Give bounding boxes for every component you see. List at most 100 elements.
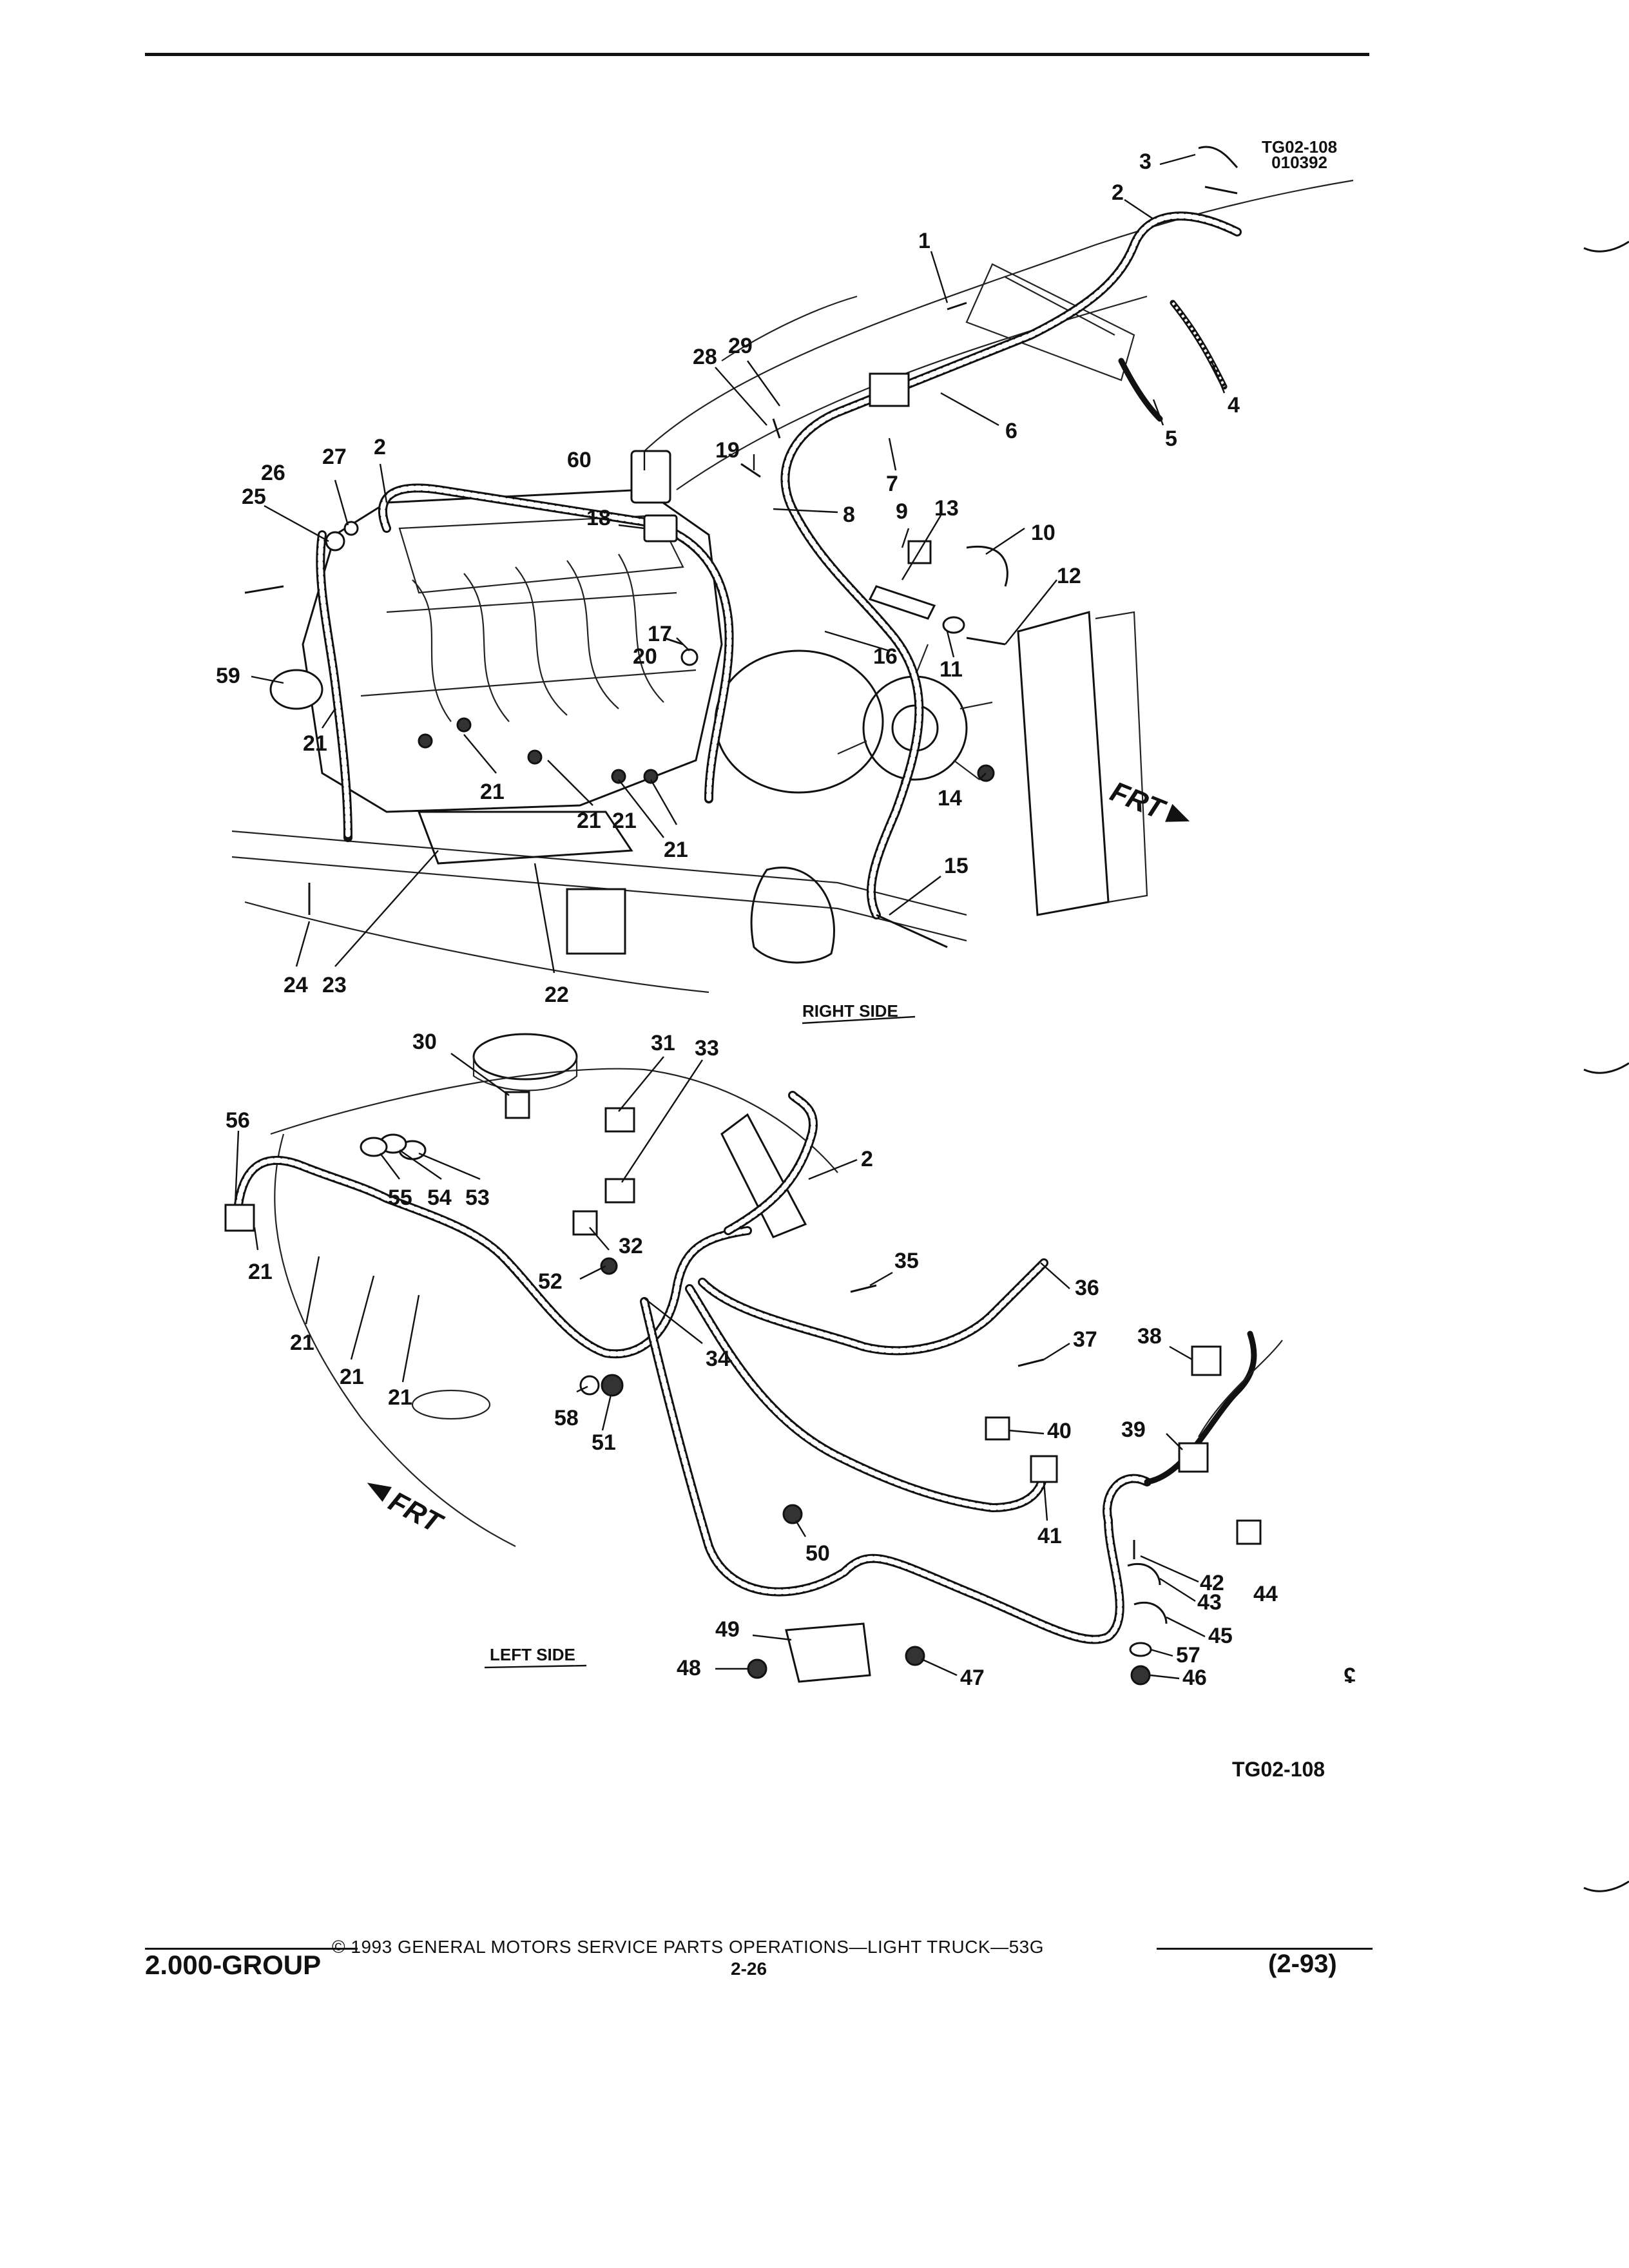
callout-10: 10 xyxy=(1031,521,1055,545)
callout-43: 43 xyxy=(1197,1590,1222,1615)
footer-copyright: © 1993 GENERAL MOTORS SERVICE PARTS OPER… xyxy=(332,1937,1045,1957)
connector-18 xyxy=(643,514,678,543)
callout-14: 14 xyxy=(938,786,962,811)
callout-21-left-d: 21 xyxy=(388,1385,412,1410)
bracket-22 xyxy=(566,888,626,955)
left-side-view: 30 31 33 2 56 55 54 53 32 21 21 21 21 52… xyxy=(224,1030,1356,1690)
callout-22: 22 xyxy=(545,983,569,1007)
callout-16: 16 xyxy=(873,644,898,669)
bolt-12 xyxy=(966,637,1006,646)
bolt-51 xyxy=(601,1374,624,1397)
leader-lines-top xyxy=(251,153,1226,974)
callout-30: 30 xyxy=(412,1030,437,1054)
mount-ring xyxy=(411,1389,491,1420)
figure-reference-top: TG02-108 010392 xyxy=(1262,139,1337,171)
callout-12: 12 xyxy=(1057,564,1081,588)
harness-44 xyxy=(1144,1331,1257,1485)
frt-label-bottom: FRT xyxy=(383,1486,448,1541)
left-harness-36 xyxy=(698,1258,1048,1356)
cable-5 xyxy=(1118,358,1163,422)
arrow-head-icon xyxy=(1165,803,1190,822)
clip-45 xyxy=(1133,1601,1168,1624)
callout-15: 15 xyxy=(944,854,969,878)
page-edge-marks xyxy=(1583,240,1629,1892)
callout-19: 19 xyxy=(715,438,740,463)
callout-33: 33 xyxy=(695,1036,719,1061)
callout-51: 51 xyxy=(592,1430,616,1455)
footer-page-number: 2-26 xyxy=(731,1959,767,1979)
radiator xyxy=(1017,611,1110,916)
footer-group: 2.000-GROUP xyxy=(145,1950,322,1980)
fuel-lines xyxy=(412,553,664,722)
starter-motor xyxy=(417,811,633,865)
callout-32: 32 xyxy=(619,1234,643,1258)
clip-19 xyxy=(740,463,761,478)
intake-line xyxy=(386,591,677,613)
bolt-37 xyxy=(1017,1358,1045,1367)
glow-plug-connectors xyxy=(418,717,659,784)
firewall-outline xyxy=(270,1068,838,1173)
callout-49: 49 xyxy=(715,1617,740,1642)
washer-57 xyxy=(1129,1642,1152,1657)
footer-date: (2-93) xyxy=(1268,1950,1337,1978)
washer-58 xyxy=(579,1375,600,1396)
callout-47: 47 xyxy=(960,1666,985,1690)
callout-54: 54 xyxy=(427,1186,452,1210)
bracket-2-support xyxy=(720,1113,807,1238)
callout-59: 59 xyxy=(216,664,240,688)
vacuum-pump xyxy=(750,867,835,964)
arrow-head-icon xyxy=(367,1483,392,1502)
top-rule xyxy=(145,53,1369,56)
battery-tray-edge xyxy=(1005,276,1115,336)
bracket-49 xyxy=(785,1622,871,1683)
left-harness-main xyxy=(234,1155,752,1359)
callout-28: 28 xyxy=(693,345,717,369)
clamp-10 xyxy=(966,546,1008,587)
callout-29: 29 xyxy=(728,334,753,358)
callout-23: 23 xyxy=(322,973,347,997)
callout-25: 25 xyxy=(242,485,266,509)
connector-33 xyxy=(604,1178,635,1204)
callout-7: 7 xyxy=(886,472,898,496)
callout-24: 24 xyxy=(284,973,308,997)
callout-46: 46 xyxy=(1182,1666,1207,1690)
callout-11: 11 xyxy=(940,657,963,682)
reservoir-cap xyxy=(472,1033,578,1081)
callout-44: 44 xyxy=(1253,1582,1278,1606)
callout-21e: 21 xyxy=(612,809,637,833)
bolt-48 xyxy=(747,1658,767,1679)
bolt-1 xyxy=(947,302,967,311)
callout-42: 42 xyxy=(1200,1571,1224,1595)
callout-20: 20 xyxy=(633,644,657,669)
bolt-50 xyxy=(782,1504,803,1524)
callout-53: 53 xyxy=(465,1186,490,1210)
engine-block xyxy=(302,488,723,813)
callout-56: 56 xyxy=(226,1108,250,1133)
callout-17: 17 xyxy=(648,622,672,646)
callout-36: 36 xyxy=(1075,1276,1099,1300)
callout-13: 13 xyxy=(934,496,959,521)
crossmember xyxy=(244,901,709,994)
callout-57: 57 xyxy=(1176,1643,1200,1667)
battery-tray xyxy=(965,263,1135,381)
footer-rule-left xyxy=(145,1948,358,1950)
callout-52: 52 xyxy=(538,1269,563,1294)
connector-40 xyxy=(985,1416,1010,1441)
callout-58: 58 xyxy=(554,1406,579,1430)
callout-6: 6 xyxy=(1005,419,1017,443)
callout-27: 27 xyxy=(322,445,347,469)
callout-40: 40 xyxy=(1047,1419,1072,1443)
callout-39: 39 xyxy=(1121,1418,1146,1442)
callout-5: 5 xyxy=(1165,427,1177,451)
ground-terminal-26 xyxy=(325,531,345,552)
callout-2: 2 xyxy=(1112,180,1124,205)
frame-rail-top xyxy=(231,830,967,916)
callout-21b: 21 xyxy=(480,780,505,804)
callout-18: 18 xyxy=(586,506,611,530)
callout-34: 34 xyxy=(706,1347,730,1371)
callout-55: 55 xyxy=(388,1186,412,1210)
callout-2-engine: 2 xyxy=(374,435,386,459)
callout-21-left-a: 21 xyxy=(248,1260,273,1284)
front-direction-arrow-bottom: FRT xyxy=(367,1483,448,1541)
callout-26: 26 xyxy=(261,461,285,485)
